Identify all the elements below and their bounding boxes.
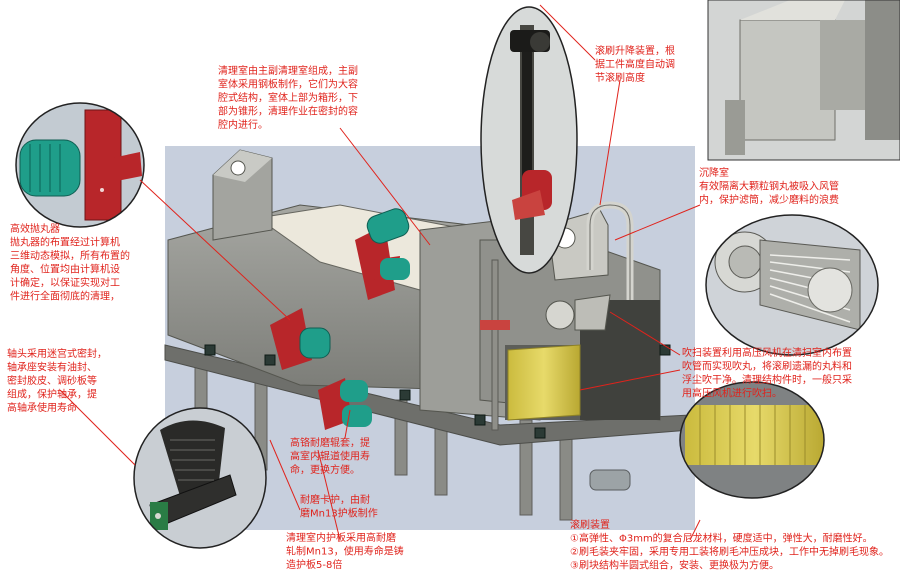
callout-line: 沉降室 bbox=[699, 166, 729, 179]
callout-line: 造护板5-8倍 bbox=[286, 558, 342, 571]
callout-roller-sleeve: 高铬耐磨辊套，提高室内辊道使用寿命，更换方便。 bbox=[290, 436, 370, 476]
top-blast-wheel bbox=[355, 208, 410, 300]
callout-line: 轴头采用迷宫式密封， bbox=[7, 347, 107, 360]
callout-line: 腔式结构，室体上部为箱形，下 bbox=[218, 91, 358, 104]
callout-line: 吹扫装置利用高压风机在清扫室内布置 bbox=[682, 346, 852, 359]
callout-line: ②刷毛装夹牢固，采用专用工装将刷毛冲压成块，工作中无掉刷毛现象。 bbox=[570, 545, 889, 558]
callout-line: 轴承座安装有油封、 bbox=[7, 361, 97, 374]
callout-line: 抛丸器的布置经过计算机 bbox=[10, 236, 120, 249]
callout-brush-lift: 滚刷升降装置，根据工件高度自动调节滚刷高度 bbox=[595, 44, 675, 84]
callout-line: 角度、位置均由计算机设 bbox=[10, 263, 120, 276]
callout-line: 吹管而实现吹丸，将滚刷遗漏的丸料和 bbox=[682, 360, 852, 373]
callout-line: 高效抛丸器 bbox=[10, 222, 60, 235]
callout-line: 腔内进行。 bbox=[218, 118, 268, 131]
callout-clip-guard: 耐磨卡护，由耐磨Mn13护板制作 bbox=[300, 493, 378, 520]
callout-line: 室体采用钢板制作，它们为大容 bbox=[218, 78, 358, 91]
callout-line: 三维动态模拟，所有布置的 bbox=[10, 249, 130, 262]
machine-render bbox=[164, 149, 691, 521]
callout-line: 高铬耐磨辊套，提 bbox=[290, 436, 370, 449]
callout-line: 内，保护滤筒，减少磨料的浪费 bbox=[699, 193, 839, 206]
callout-line: 滚刷装置 bbox=[570, 518, 610, 531]
zoom-shaft-seal bbox=[134, 408, 266, 548]
callout-line: 部为锥形，清理作业在密封的容 bbox=[218, 105, 358, 118]
callout-line: 密封胶皮、调砂板等 bbox=[7, 374, 97, 387]
callout-line: 据工件高度自动调 bbox=[595, 58, 675, 71]
callout-line: 节滚刷高度 bbox=[595, 71, 645, 84]
callout-line: 清理室由主副清理室组成，主副 bbox=[218, 64, 358, 77]
callout-line: 浮尘吹干净。清理结构件时，一般只采 bbox=[682, 373, 852, 386]
callout-line: 命，更换方便。 bbox=[290, 463, 360, 476]
callout-line: 件进行全面彻底的清理， bbox=[10, 290, 120, 303]
callout-line: 耐磨卡护，由耐 bbox=[300, 493, 370, 506]
zoom-blowing-fan bbox=[706, 215, 878, 355]
callout-line: 计确定，以保证实现对工 bbox=[10, 276, 120, 289]
callout-blowing-device: 吹扫装置利用高压风机在清扫室内布置吹管而实现吹丸，将滚刷遗漏的丸料和浮尘吹干净。… bbox=[682, 346, 852, 400]
zoom-blast-wheel bbox=[16, 103, 144, 227]
callout-line: ①高弹性、Φ3mm的复合尼龙材料，硬度适中，弹性大，耐磨性好。 bbox=[570, 532, 873, 545]
callout-liner: 清理室内护板采用高耐磨轧制Mn13，使用寿命是铸造护板5-8倍 bbox=[286, 531, 404, 571]
callout-line: 轧制Mn13，使用寿命是铸 bbox=[286, 545, 404, 558]
callout-line: 组成，保护轴承，提 bbox=[7, 388, 97, 401]
callout-line: 高室内辊道使用寿 bbox=[290, 450, 370, 463]
callout-blast-wheel: 高效抛丸器抛丸器的布置经过计算机三维动态模拟，所有布置的角度、位置均由计算机设计… bbox=[10, 222, 130, 303]
callout-line: 用高压风机进行吹扫。 bbox=[682, 387, 782, 400]
lower-blast-wheel bbox=[318, 378, 372, 430]
callout-line: 磨Mn13护板制作 bbox=[300, 507, 378, 520]
callout-line: 高轴承使用寿命 bbox=[7, 401, 77, 414]
callout-line: 清理室内护板采用高耐磨 bbox=[286, 531, 396, 544]
leader-lines bbox=[59, 4, 701, 541]
zoom-brush-lift bbox=[481, 7, 577, 273]
side-blast-wheel bbox=[270, 308, 331, 370]
callout-line: 有效隔离大颗粒钢丸被吸入风管 bbox=[699, 180, 839, 193]
callout-shaft-seal: 轴头采用迷宫式密封，轴承座安装有油封、密封胶皮、调砂板等组成，保护轴承，提高轴承… bbox=[7, 347, 107, 414]
zoom-settling-chamber bbox=[708, 0, 900, 160]
callout-line: 滚刷升降装置，根 bbox=[595, 44, 675, 57]
callout-line: ③刷块结构半圆式组合，安装、更换极为方便。 bbox=[570, 559, 779, 572]
zoom-roller-brush bbox=[680, 382, 824, 498]
callout-chamber: 清理室由主副清理室组成，主副室体采用钢板制作，它们为大容腔式结构，室体上部为箱形… bbox=[218, 64, 358, 131]
callout-settling-chamber: 沉降室有效隔离大颗粒钢丸被吸入风管内，保护滤筒，减少磨料的浪费 bbox=[699, 166, 839, 206]
